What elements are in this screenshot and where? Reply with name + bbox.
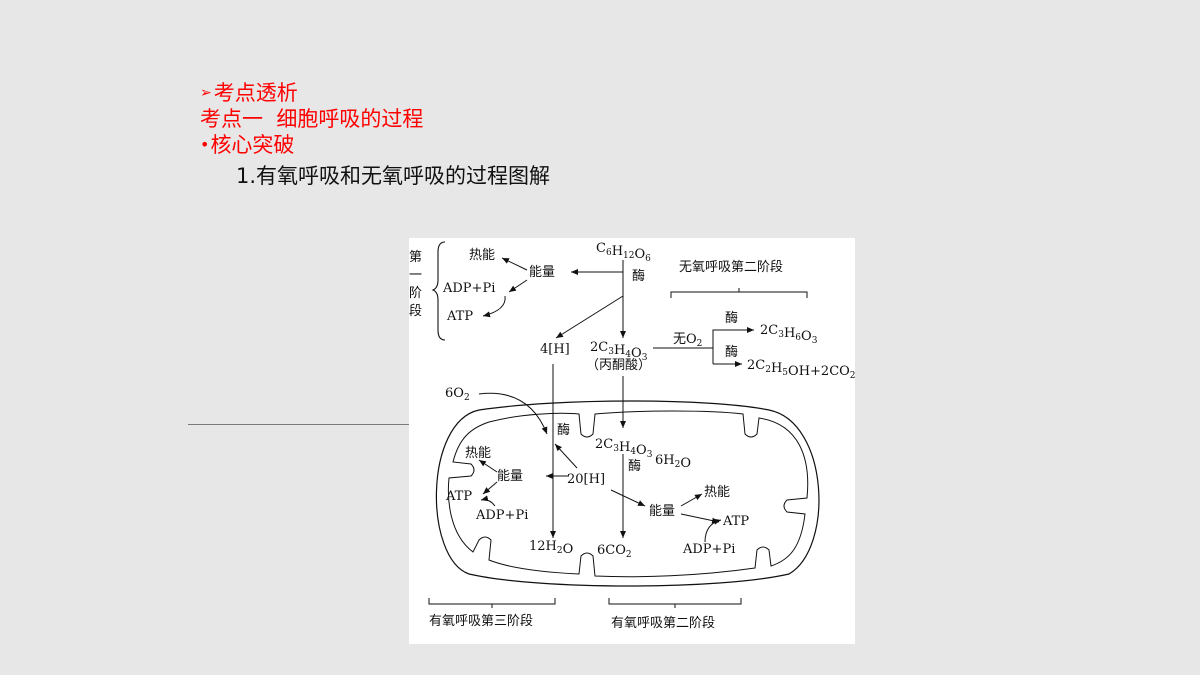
aerobic-stage3-label: 有氧呼吸第三阶段 [429,614,533,629]
atp-right: ATP [722,514,749,529]
enzyme-ethanol: 酶 [725,344,738,360]
arrow-20h-to-energy-right [610,489,646,507]
arrow-20h-to-enzyme [554,443,578,469]
arrow-oxygen-in [478,392,548,435]
stage1-brace [431,241,446,341]
arrow-energy-right-to-atp [680,513,720,524]
atp-top: ATP [446,309,473,324]
water-in: 6H2O [655,453,691,471]
section-row: ➢ 考点透析 [200,80,423,106]
diagram-svg: 第 一 阶 段 热能 能量 ADP+Pi ATP C6H12O6 酶 4[H] … [409,241,855,631]
arrow-glucose-to-4h [555,295,624,339]
heat-left: 热能 [465,446,491,461]
water-out: 12H2O [529,539,573,557]
item-title: 1.有氧呼吸和无氧呼吸的过程图解 [236,164,551,188]
anaerobic-brace [670,288,808,298]
stage1-char-4: 段 [409,304,422,319]
arrow-energy-to-adp [508,279,528,293]
topic-title: 考点一 细胞呼吸的过程 [200,107,424,131]
enzyme-lactic: 酶 [725,310,738,326]
enzyme-left: 酶 [557,422,570,438]
sub-row: • 核心突破 [200,132,423,158]
glucose: C6H12O6 [596,241,651,264]
energy-left: 能量 [497,469,523,484]
pyruvate-inner: 2C3H4O3 [595,437,653,460]
arrow-bullet-icon: ➢ [200,85,212,101]
oxygen: 6O2 [445,386,470,403]
energy-top: 能量 [529,265,555,280]
ethanol-products: 2C2H5OH+2CO2 [747,358,855,381]
enzyme-mid: 酶 [628,458,641,474]
enzyme-top: 酶 [632,268,645,284]
no-oxygen: 无O2 [673,332,702,349]
nadh-4h: 4[H] [540,342,570,357]
arrow-adp-to-atp [482,295,506,318]
nadh-20h: 20[H] [567,472,605,487]
adp-right: ADP+Pi [682,542,735,557]
arrow-branch-to-lactic [712,327,754,364]
arrow-energy-left-to-heat [478,459,498,473]
dot-bullet-icon: • [200,135,210,154]
aerobic-stage2-brace [608,598,742,608]
anaerobic-stage2-label: 无氧呼吸第二阶段 [679,260,783,275]
arrow-energy-right-to-heat [680,493,703,507]
aerobic-stage3-brace [428,598,556,608]
divider-line [188,424,410,425]
stage1-char-1: 第 [409,250,422,265]
aerobic-stage2-label: 有氧呼吸第二阶段 [611,616,715,631]
co2-out: 6CO2 [597,543,632,560]
mitochondrion-outer-membrane [435,400,820,587]
arrow-adp-left-to-atp [480,495,496,507]
atp-left: ATP [445,489,472,504]
arrow-energy-to-heat [501,257,528,271]
arrow-adp-right-to-atp [704,518,722,543]
pyruvate-formula: 2C3H4O3 [590,340,648,363]
heat-top: 热能 [469,248,495,263]
sub-label: 核心突破 [210,133,295,157]
arrow-energy-left-to-atp [482,481,498,495]
heat-right: 热能 [704,485,730,500]
mitochondrion-inner-membrane [447,410,809,578]
stage1-char-3: 阶 [409,286,422,301]
lactic-acid: 2C3H6O3 [760,323,818,346]
section-label: 考点透析 [213,81,298,105]
adp-left: ADP+Pi [475,508,528,523]
adp-top: ADP+Pi [442,281,495,296]
stage1-char-2: 一 [409,268,422,283]
energy-right: 能量 [649,504,675,519]
respiration-diagram: 第 一 阶 段 热能 能量 ADP+Pi ATP C6H12O6 酶 4[H] … [409,238,855,644]
pyruvate-name: （丙酮酸） [586,358,651,373]
heading-block: ➢ 考点透析 考点一 细胞呼吸的过程 • 核心突破 [200,80,423,158]
